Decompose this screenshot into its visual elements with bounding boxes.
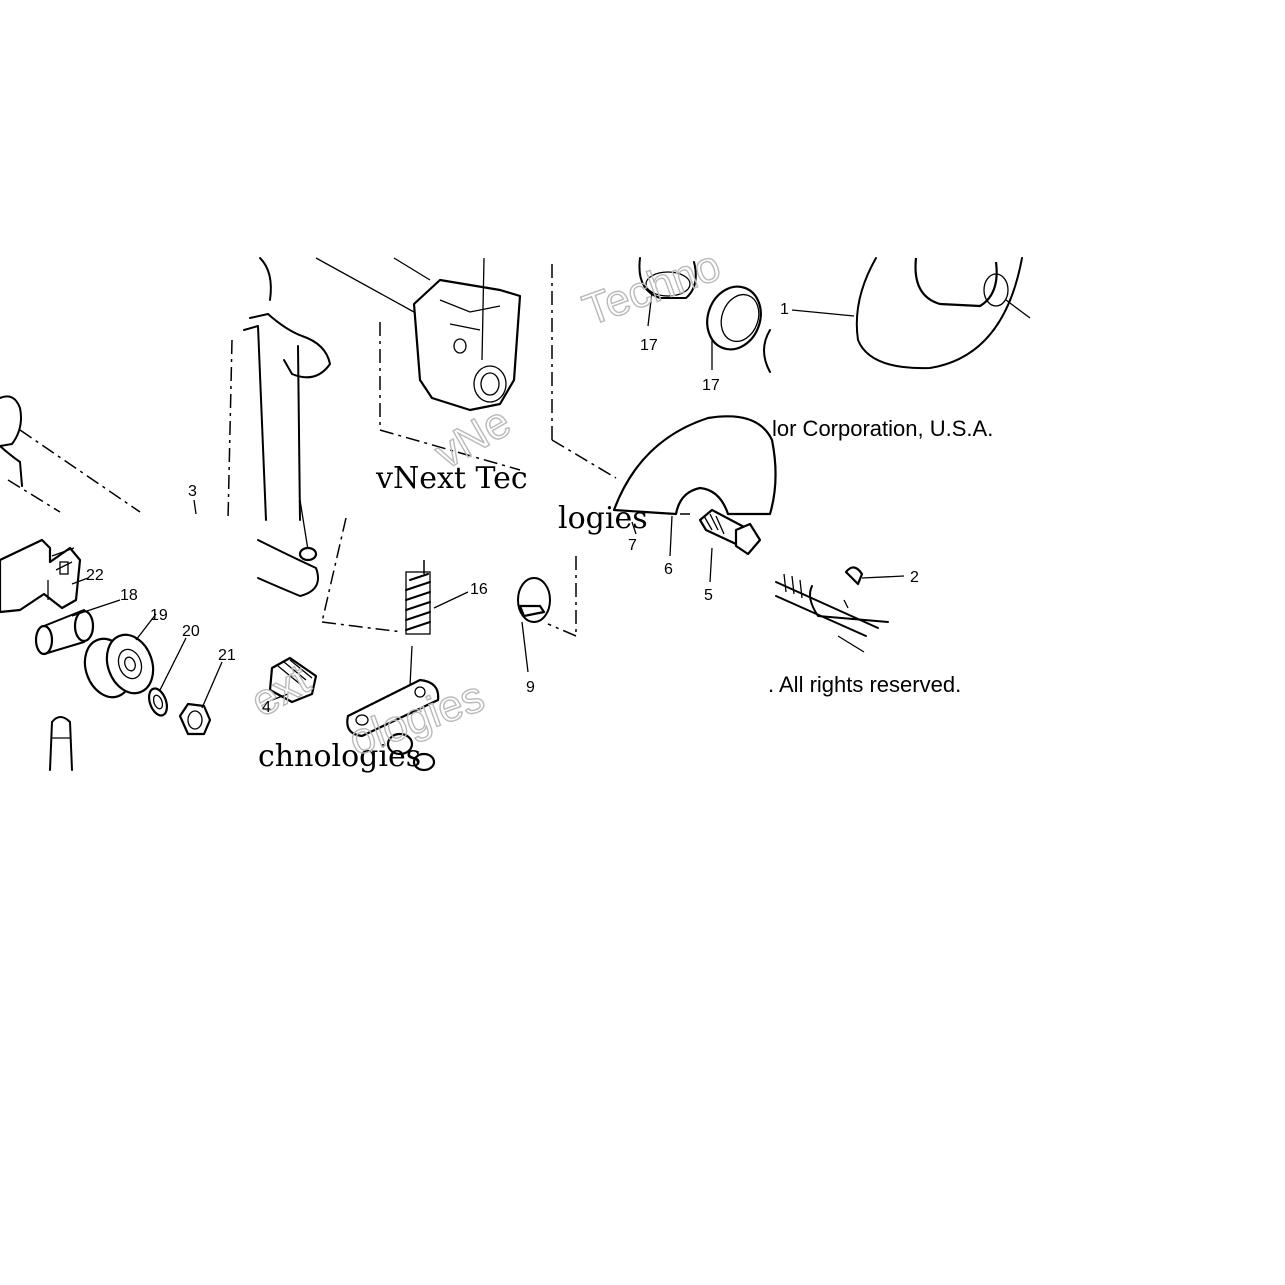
callout-17b: 17	[702, 377, 720, 394]
leader-6	[669, 515, 673, 557]
leader-21	[201, 661, 223, 709]
washer-part	[147, 687, 169, 717]
leader-4	[271, 693, 289, 701]
bracket-part	[0, 395, 141, 614]
leader-19	[135, 613, 157, 641]
panel-upper-right	[551, 257, 1031, 479]
cap-part	[386, 732, 436, 772]
shaft-stub-part	[49, 716, 73, 771]
corporation-notice: lor Corporation, U.S.A.	[772, 416, 993, 441]
panel-left	[0, 395, 223, 771]
spring-part	[405, 560, 431, 687]
callout-18: 18	[120, 587, 138, 604]
leader-22	[71, 577, 89, 585]
roller-wheel-part	[83, 633, 155, 699]
woodruff-key-part	[844, 566, 864, 586]
callout-5: 5	[704, 587, 713, 604]
pin-part	[298, 499, 318, 562]
sleeve-part	[34, 609, 95, 656]
callout-20: 20	[182, 623, 200, 640]
leader-5	[709, 547, 713, 583]
nut-part	[178, 702, 212, 736]
leader-20	[159, 637, 187, 691]
leader-16	[433, 591, 469, 609]
watermark-serif-fragment: logies	[558, 501, 648, 536]
panel-lower-right	[612, 415, 905, 653]
watermark-outline-left: ext	[243, 655, 318, 727]
half-disc-part	[612, 415, 777, 516]
callout-7: 7	[628, 537, 637, 554]
bolt-part	[698, 508, 762, 556]
arm-part	[227, 257, 331, 597]
callout-1: 1	[780, 301, 789, 318]
leader-7	[631, 521, 637, 535]
leader-2	[861, 575, 905, 579]
adjuster-part	[268, 656, 318, 704]
disc-part	[855, 257, 1031, 370]
housing-part	[315, 257, 522, 471]
callout-9: 9	[526, 679, 535, 696]
callout-19: 19	[150, 607, 168, 624]
ring-part	[706, 285, 762, 351]
callout-16: 16	[470, 581, 488, 598]
watermark-serif-line: vNext Tec	[375, 461, 528, 496]
callout-3: 3	[188, 483, 197, 500]
watermark-serif-bottom: chnologies	[258, 739, 421, 774]
leader-1	[791, 309, 855, 317]
lever-link-part	[346, 678, 440, 738]
leader-17a	[647, 291, 653, 327]
bushing-part	[638, 257, 697, 299]
rights-notice: . All rights reserved.	[768, 672, 961, 697]
shaft-part	[775, 573, 889, 653]
cup-part	[517, 577, 551, 623]
callout-2: 2	[910, 569, 919, 586]
callout-21: 21	[218, 647, 236, 664]
panel-center	[227, 257, 577, 772]
callout-6: 6	[664, 561, 673, 578]
callout-22: 22	[86, 567, 104, 584]
leader-18	[71, 599, 121, 617]
watermark-outline-top: Techno	[577, 241, 727, 336]
leader-9	[521, 621, 529, 673]
callout-17a: 17	[640, 337, 658, 354]
callout-4: 4	[262, 699, 271, 716]
